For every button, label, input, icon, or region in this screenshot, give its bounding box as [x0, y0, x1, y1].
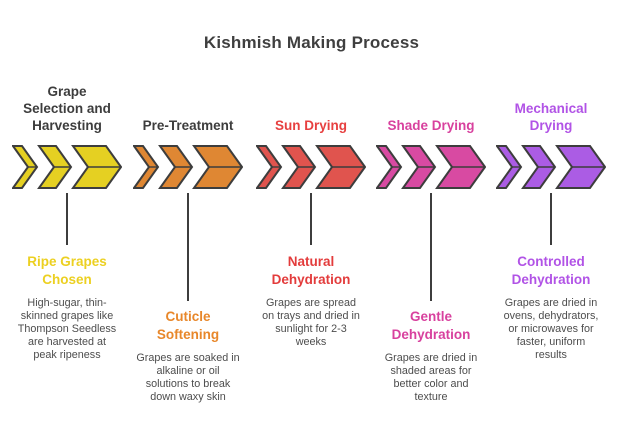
stage-column-grape-selection: Grape Selection and Harvesting Ripe Grap…	[7, 0, 127, 440]
stage-detail: Natural Dehydration Grapes are spread on…	[251, 253, 371, 349]
stage-description: Grapes are soaked in alkaline or oil sol…	[136, 352, 240, 403]
chevron-arrows-icon	[133, 145, 243, 189]
stage-label: Mechanical Drying	[514, 101, 588, 133]
stage-label-wrap: Sun Drying	[251, 70, 371, 134]
stage-label: Grape Selection and Harvesting	[23, 84, 111, 133]
connector-line	[187, 193, 189, 301]
stage-label: Sun Drying	[274, 118, 347, 133]
stage-description: Grapes are dried in ovens, dehydrators, …	[503, 297, 599, 361]
stage-label: Shade Drying	[387, 118, 475, 133]
stage-description: Grapes are dried in shaded areas for bet…	[384, 352, 478, 403]
stage-label: Pre-Treatment	[142, 118, 234, 133]
connector-line	[430, 193, 432, 301]
stage-detail: Controlled Dehydration Grapes are dried …	[491, 253, 611, 362]
stage-label-wrap: Grape Selection and Harvesting	[7, 70, 127, 134]
stage-detail: Gentle Dehydration Grapes are dried in s…	[371, 308, 491, 404]
stage-subtitle: Natural Dehydration	[271, 254, 351, 287]
stage-detail: Ripe Grapes Chosen High-sugar, thin- ski…	[7, 253, 127, 362]
stage-column-pre-treatment: Pre-Treatment Cuticle Softening Grapes a…	[128, 0, 248, 440]
stage-label-wrap: Mechanical Drying	[491, 70, 611, 134]
chevron-arrows-icon	[376, 145, 486, 189]
connector-line	[550, 193, 552, 245]
stage-column-shade-drying: Shade Drying Gentle Dehydration Grapes a…	[371, 0, 491, 440]
connector-line	[310, 193, 312, 245]
stage-column-sun-drying: Sun Drying Natural Dehydration Grapes ar…	[251, 0, 371, 440]
stage-subtitle: Cuticle Softening	[156, 309, 220, 342]
chevron-arrows-icon	[496, 145, 606, 189]
stage-column-mechanical-drying: Mechanical Drying Controlled Dehydration…	[491, 0, 611, 440]
stage-label-wrap: Pre-Treatment	[128, 70, 248, 134]
stage-detail: Cuticle Softening Grapes are soaked in a…	[128, 308, 248, 404]
diagram-title: Kishmish Making Process	[203, 33, 420, 52]
stage-label-wrap: Shade Drying	[371, 70, 491, 134]
chevron-arrows-icon	[12, 145, 122, 189]
chevron-arrows-icon	[256, 145, 366, 189]
stage-description: High-sugar, thin- skinned grapes like Th…	[17, 297, 117, 361]
connector-line	[66, 193, 68, 245]
stage-subtitle: Controlled Dehydration	[511, 254, 591, 287]
stage-subtitle: Gentle Dehydration	[391, 309, 471, 342]
stage-description: Grapes are spread on trays and dried in …	[262, 297, 360, 348]
stage-subtitle: Ripe Grapes Chosen	[27, 254, 107, 287]
